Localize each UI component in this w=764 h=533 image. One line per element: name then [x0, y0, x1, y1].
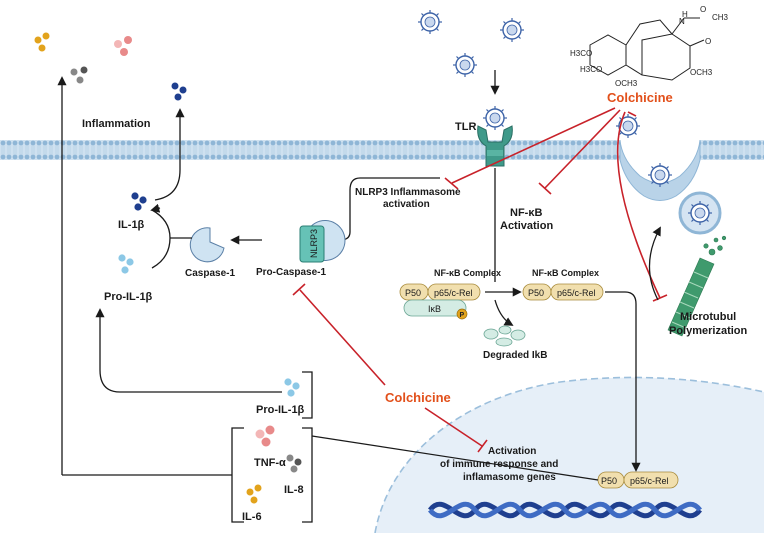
degraded-ikb-icon: [483, 325, 526, 347]
atom-label: O: [705, 37, 711, 46]
virus-icon: [647, 162, 673, 188]
atom-label: O: [700, 5, 706, 14]
cytokine-cluster-icon: [34, 32, 187, 101]
caspase-1-label: Caspase-1: [185, 268, 235, 279]
dna-icon: [428, 501, 702, 519]
atom-label: N: [679, 17, 685, 26]
nlrp3-activation-label-2: activation: [383, 199, 430, 210]
cell-membrane-right: [700, 140, 764, 160]
gene-activation-label-1: Activation: [488, 446, 536, 457]
microtubule-label-2: Polymerization: [669, 325, 748, 337]
colchicine-structure-icon: [589, 17, 705, 81]
colchicine-label-top: Colchicine: [607, 90, 673, 105]
inflammation-label: Inflammation: [82, 118, 151, 130]
virus-icon: [499, 17, 525, 43]
endocytosis-pit: [619, 139, 701, 201]
virus-icon: [482, 105, 508, 131]
pro-il-1b-bottom-label: Pro-IL-1β: [256, 404, 305, 416]
nucleus: [375, 377, 764, 533]
p65-label: p65/c-Rel: [630, 476, 669, 486]
atom-label: OCH3: [615, 79, 638, 88]
p50-label: P50: [405, 288, 421, 298]
cell-membrane: [0, 140, 620, 160]
microtubule-label-1: Microtubul: [680, 311, 736, 323]
inhibition-lines-top: [444, 107, 668, 302]
pro-caspase-1-label: Pro-Caspase-1: [256, 267, 326, 278]
colchicine-label-mid: Colchicine: [385, 390, 451, 405]
nlrp3-icon: [299, 225, 325, 263]
tnf-alpha-label: TNF-α: [254, 457, 286, 469]
atom-label: H3CO: [570, 49, 592, 58]
il-8-icon: [286, 454, 302, 473]
tnf-alpha-icon: [255, 425, 275, 447]
pro-il-1b-icon: [118, 254, 134, 274]
microtubule-icon: [667, 235, 727, 337]
tlr-receptor-icon: [477, 125, 513, 167]
caspase-1-icon: [189, 227, 225, 263]
nuclear-envelope: [374, 376, 764, 533]
virus-icon: [417, 9, 443, 35]
il-1b-label: IL-1β: [118, 219, 145, 231]
p50-label: P50: [528, 288, 544, 298]
inhibition-lines-mid: [292, 283, 488, 453]
endosome-icon: [678, 191, 722, 235]
nfkb-activation-label-1: NF-κB: [510, 207, 542, 219]
il-6-label: IL-6: [242, 511, 262, 523]
il-6-icon: [246, 484, 262, 504]
nlrp3-label: NLRP3: [309, 229, 319, 258]
pro-il-1b-bottom-icon: [284, 378, 300, 397]
p65-label: p65/c-Rel: [434, 288, 473, 298]
nfkb-complex-label-left: NF-κB Complex: [434, 268, 501, 278]
degraded-ikb-label: Degraded IkB: [483, 350, 547, 361]
p65-label: p65/c-Rel: [557, 288, 596, 298]
nfkb-activation-label-2: Activation: [500, 220, 553, 232]
nfkb-complex-label-right: NF-κB Complex: [532, 268, 599, 278]
atom-label: OCH3: [690, 68, 713, 77]
virus-icon: [452, 52, 478, 78]
phosphate-icon: [456, 308, 468, 320]
il-8-label: IL-8: [284, 484, 304, 496]
pro-il-1b-label: Pro-IL-1β: [104, 291, 153, 303]
nlrp3-activation-label-1: NLRP3 Inflammasome: [355, 187, 461, 198]
phosphate-label: P: [460, 312, 465, 319]
atom-label: H3CO: [580, 65, 602, 74]
atom-label: CH3: [712, 13, 729, 22]
atom-label: H: [682, 10, 688, 19]
ikb-label: IκB: [428, 304, 441, 314]
il-1b-icon: [131, 192, 147, 211]
gene-activation-label-3: inflamasome genes: [463, 472, 556, 483]
pro-caspase-1-icon: [290, 220, 346, 263]
tlr-label: TLR: [455, 121, 476, 133]
p50-label: P50: [601, 476, 617, 486]
